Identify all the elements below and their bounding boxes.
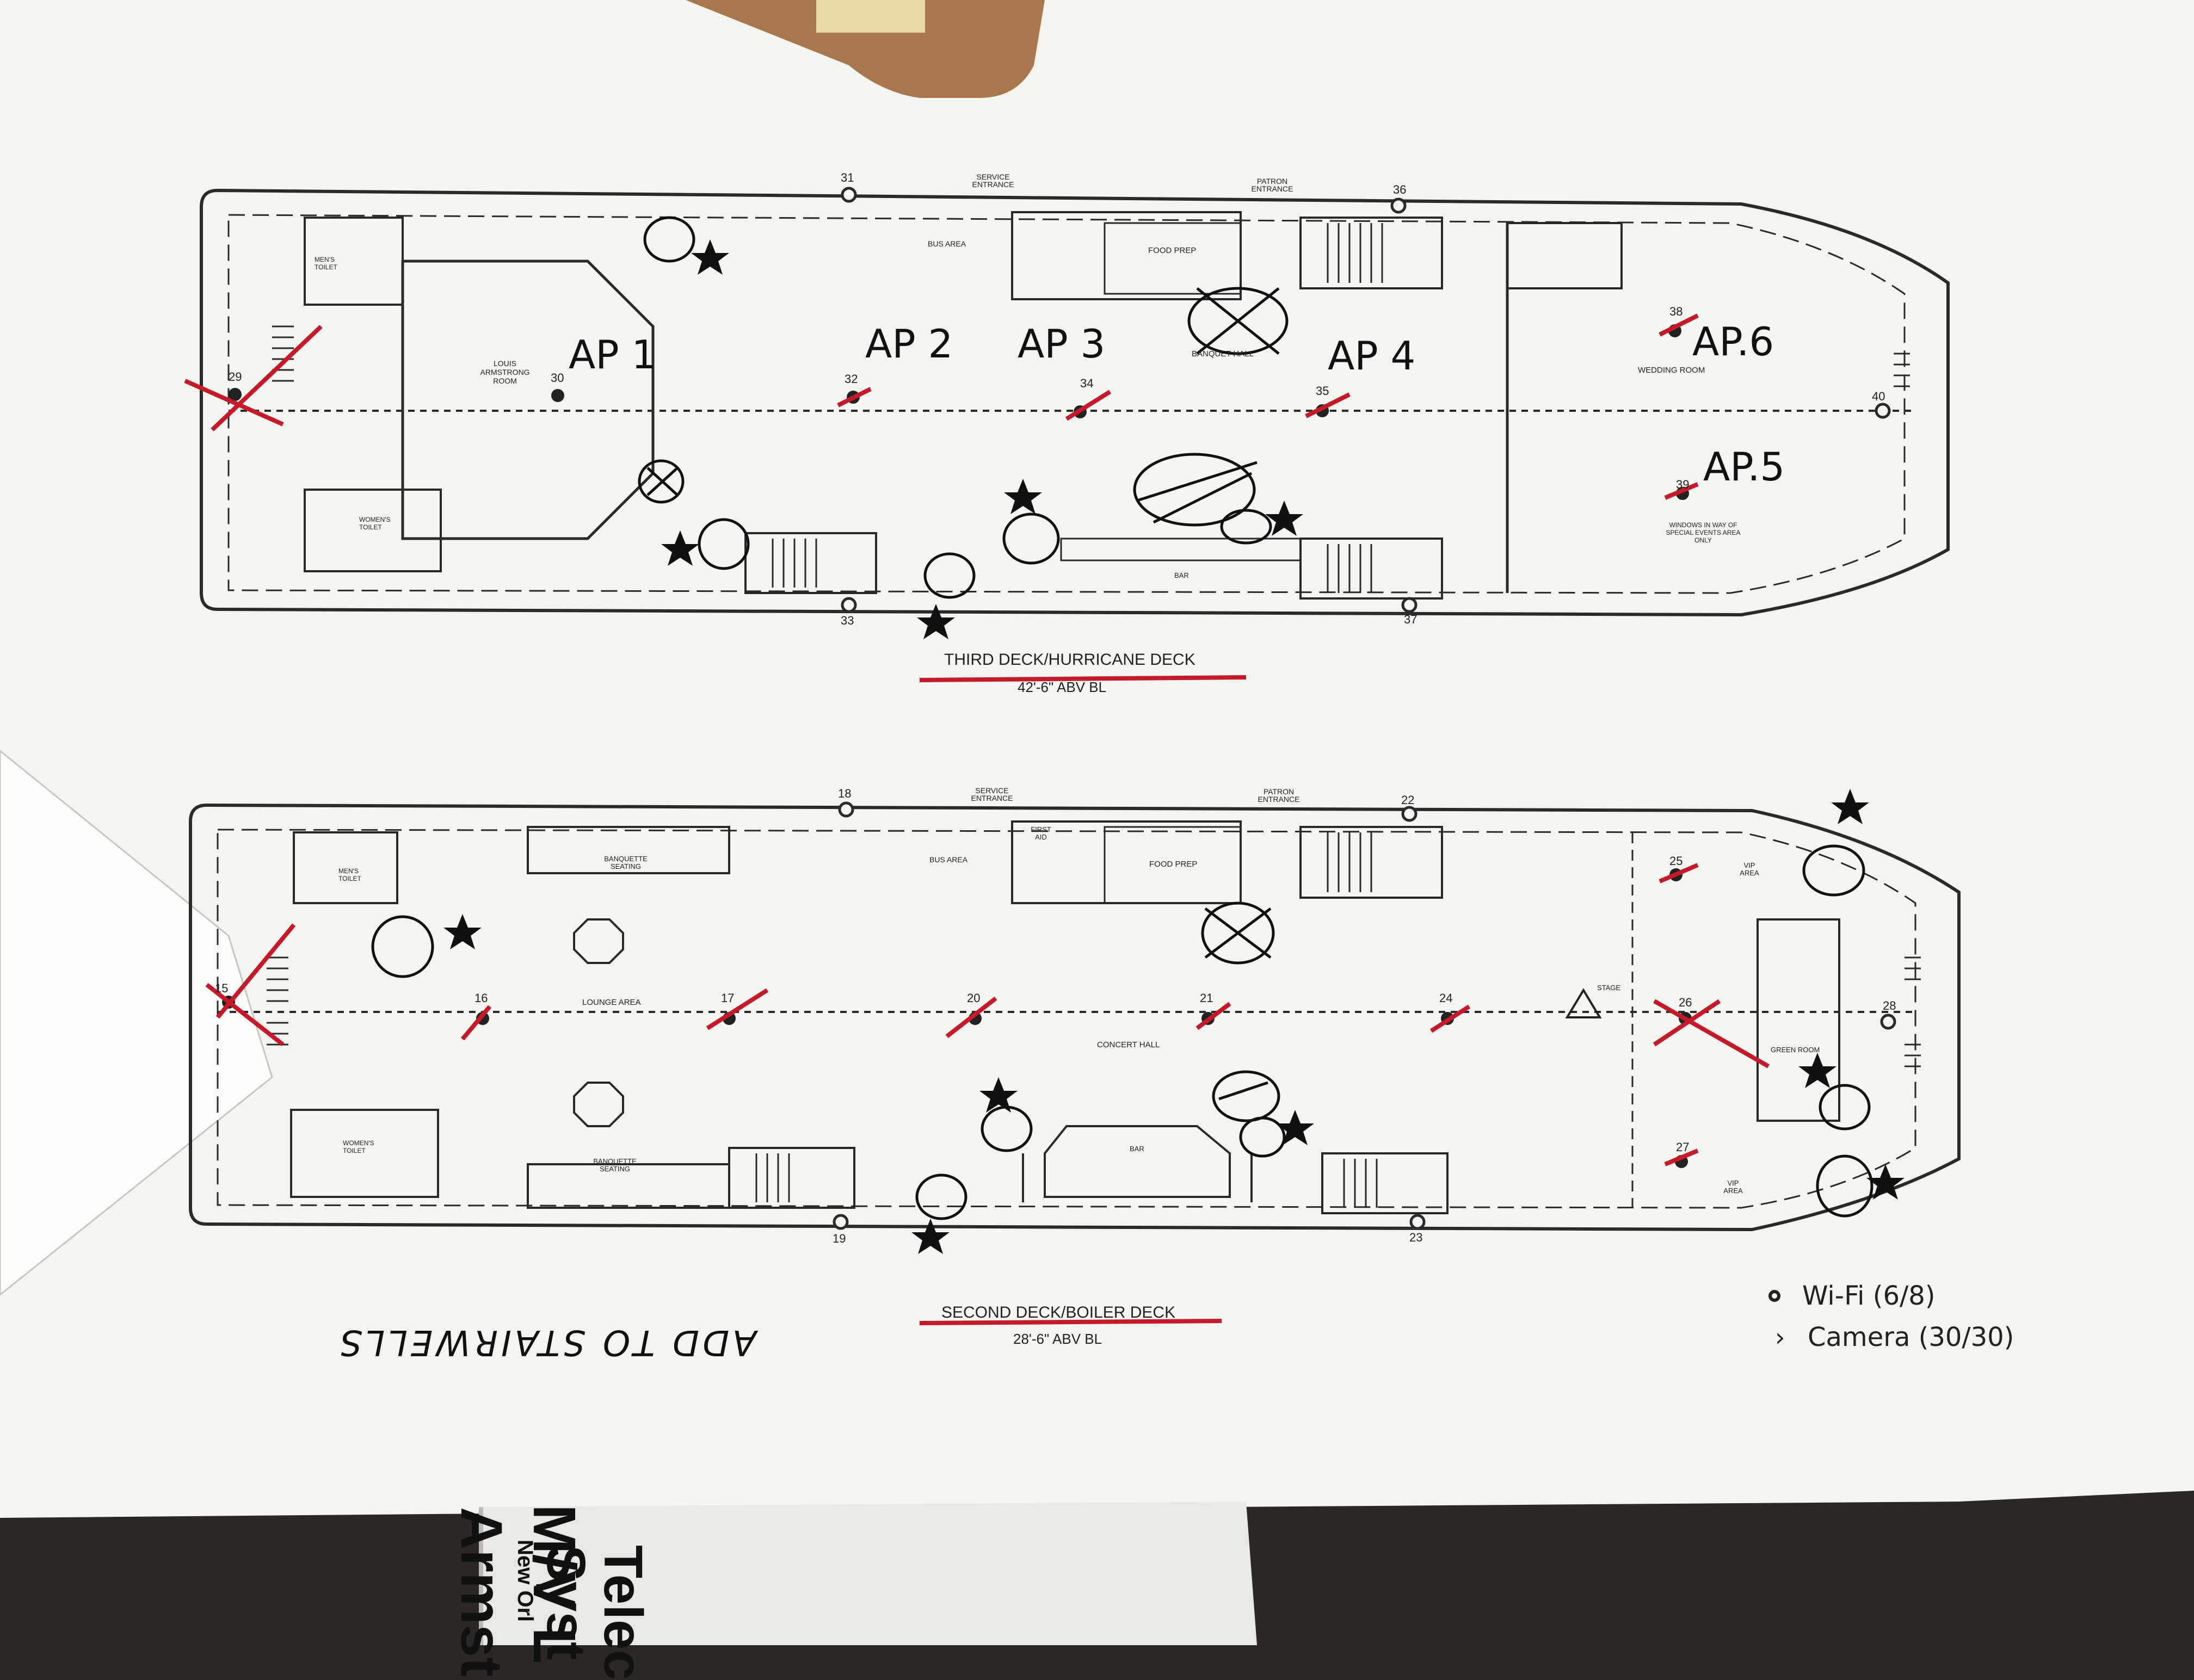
point-21: 21 <box>1200 991 1213 1005</box>
banquet-hall-label: BANQUET HALL <box>1192 349 1254 359</box>
point-19: 19 <box>833 1232 846 1245</box>
third-deck-handmarks <box>638 216 1289 599</box>
vip-area-bottom-label: VIP AREA <box>1723 1179 1743 1195</box>
point-35: 35 <box>1316 384 1329 398</box>
document-title-line-2: Armst <box>449 1507 515 1677</box>
point-17: 17 <box>721 991 735 1005</box>
document-side-text: New Orl <box>513 1540 537 1622</box>
green-room-label: GREEN ROOM <box>1771 1046 1820 1054</box>
point-26: 26 <box>1679 996 1692 1009</box>
third-deck-stars <box>661 239 1303 639</box>
concert-hall-label: CONCERT HALL <box>1097 1040 1160 1049</box>
second-deck-ap-marks <box>205 863 1770 1168</box>
third-deck-bus-area-label: BUS AREA <box>928 239 966 248</box>
ap-5-label: AP.5 <box>1703 444 1785 490</box>
point-24: 24 <box>1439 991 1453 1005</box>
point-40: 40 <box>1872 390 1885 403</box>
document-title-fragment-3: Telec <box>593 1545 654 1680</box>
ap-1-label: AP 1 <box>569 332 657 378</box>
point-36: 36 <box>1393 183 1407 196</box>
document-title-fragment-4: Syst <box>535 1545 596 1660</box>
photo-scene <box>0 0 2194 1645</box>
point-32: 32 <box>845 372 858 386</box>
second-deck-title: SECOND DECK/BOILER DECK <box>941 1304 1176 1321</box>
document-side-fragment: New Orl <box>513 1540 537 1622</box>
second-deck-patron-entrance: PATRON ENTRANCE <box>1258 787 1300 804</box>
louis-armstrong-room-label: LOUIS ARMSTRONG ROOM <box>480 359 530 385</box>
windows-note-label: WINDOWS IN WAY OF SPECIAL EVENTS AREA ON… <box>1666 521 1741 544</box>
stage-label: STAGE <box>1597 984 1621 992</box>
camera-chevron-icon: › <box>1775 1323 1785 1352</box>
document-title-line-3: Telec <box>593 1545 654 1680</box>
second-deck-womens-label: WOMEN'S TOILET <box>343 1139 374 1154</box>
wifi-icon <box>1768 1290 1780 1302</box>
point-16: 16 <box>474 991 488 1005</box>
third-deck-bar-label: BAR <box>1174 571 1189 579</box>
point-28: 28 <box>1883 999 1896 1012</box>
first-aid-label: FIRST AID <box>1031 825 1051 841</box>
vip-area-top-label: VIP AREA <box>1740 861 1759 877</box>
third-deck-ap-marks <box>184 313 1699 500</box>
third-deck-service-entrance: SERVICE ENTRANCE <box>972 172 1014 189</box>
third-deck-plan <box>200 187 1950 617</box>
point-15: 15 <box>215 981 229 995</box>
handwritten-stairwell-note: ADD TO STAIRWELLS <box>336 1322 756 1362</box>
document-title-fragment-2: Armst <box>449 1507 515 1677</box>
ap-3-label: AP 3 <box>1018 321 1106 367</box>
third-deck-food-prep-label: FOOD PREP <box>1148 246 1197 255</box>
third-deck-patron-entrance: PATRON ENTRANCE <box>1251 177 1293 193</box>
legend-wifi-label: Wi-Fi (6/8) <box>1802 1281 1936 1311</box>
second-deck-service-entrance: SERVICE ENTRANCE <box>971 786 1013 802</box>
point-27: 27 <box>1676 1140 1690 1154</box>
third-deck-womens-label: WOMEN'S TOILET <box>359 516 391 531</box>
second-deck-mens-label: MEN'S TOILET <box>338 867 361 882</box>
third-deck-mens-label: MEN'S TOILET <box>315 256 337 271</box>
third-deck-height: 42'-6" ABV BL <box>1018 679 1107 695</box>
legend-camera: › Camera (30/30) <box>1775 1322 2014 1352</box>
second-deck-food-prep-label: FOOD PREP <box>1149 860 1198 869</box>
point-22: 22 <box>1401 793 1415 807</box>
point-23: 23 <box>1409 1231 1423 1244</box>
point-30: 30 <box>551 371 564 385</box>
point-39: 39 <box>1676 478 1690 491</box>
second-deck-height: 28'-6" ABV BL <box>1013 1331 1102 1347</box>
legend-wifi: Wi-Fi (6/8) <box>1768 1281 1935 1311</box>
second-deck-bar-label: BAR <box>1130 1145 1144 1153</box>
second-deck-stars <box>443 789 1905 1254</box>
point-29: 29 <box>229 370 242 384</box>
point-31: 31 <box>841 171 854 184</box>
banquette-seating-top: BANQUETTE SEATING <box>604 855 648 870</box>
legend-camera-label: Camera (30/30) <box>1808 1322 2014 1352</box>
document-title-line-4: Syst <box>535 1545 596 1660</box>
wedding-room-label: WEDDING ROOM <box>1638 366 1705 375</box>
point-18: 18 <box>838 787 852 800</box>
ap-6-label: AP.6 <box>1692 319 1774 365</box>
point-37: 37 <box>1404 613 1418 626</box>
ap-4-label: AP 4 <box>1328 333 1416 379</box>
banquette-seating-bottom: BANQUETTE SEATING <box>593 1157 637 1173</box>
point-38: 38 <box>1669 305 1683 318</box>
lounge-area-label: LOUNGE AREA <box>582 998 641 1007</box>
point-20: 20 <box>967 991 981 1005</box>
ap-2-label: AP 2 <box>865 321 953 367</box>
point-34: 34 <box>1080 376 1094 390</box>
second-deck-bus-area-label: BUS AREA <box>929 855 968 864</box>
point-25: 25 <box>1669 854 1683 868</box>
third-deck-title: THIRD DECK/HURRICANE DECK <box>944 651 1195 669</box>
point-33: 33 <box>841 614 854 627</box>
